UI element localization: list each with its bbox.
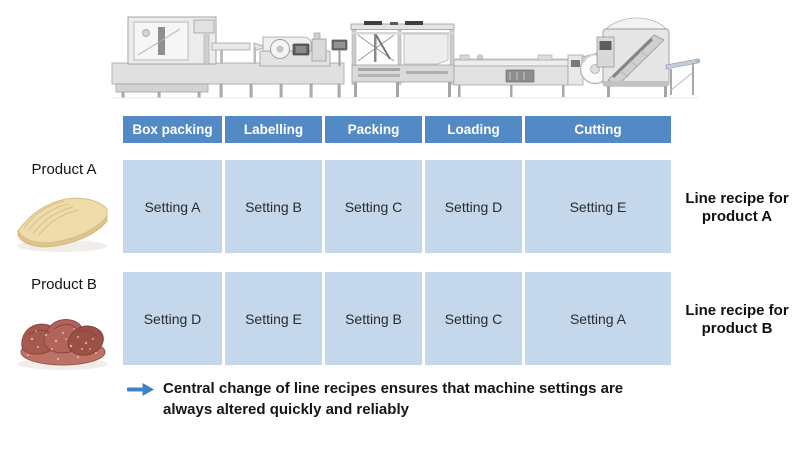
packing-machine-icon	[350, 21, 455, 97]
meat-slices-image	[18, 319, 108, 370]
outfeed-conveyor-icon	[665, 58, 700, 95]
ground-shadow	[112, 97, 698, 99]
header-packing: Packing	[325, 116, 422, 143]
note-text: Central change of line recipes ensures t…	[163, 380, 624, 418]
product-a-label: Product A	[31, 161, 97, 178]
recipe-row-product-a: Setting A Setting B Setting C Setting D …	[123, 160, 671, 253]
box-packing-machine-icon	[127, 16, 251, 65]
cheese-slices-image	[17, 197, 108, 252]
infeed-conveyor-icon	[111, 62, 345, 98]
setting-cell: Setting B	[325, 272, 422, 365]
cutting-machine-icon	[596, 17, 670, 97]
monitor-icon	[331, 39, 348, 66]
loading-conveyor-icon	[453, 54, 569, 97]
setting-cell: Setting C	[325, 160, 422, 253]
setting-cell: Setting B	[225, 160, 322, 253]
setting-cell: Setting A	[123, 160, 222, 253]
setting-cell: Setting E	[225, 272, 322, 365]
header-box-packing: Box packing	[123, 116, 222, 143]
header-labelling: Labelling	[225, 116, 322, 143]
process-step-header-row: Box packing Labelling Packing Loading Cu…	[123, 116, 671, 143]
product-b-label: Product B	[31, 276, 97, 293]
setting-cell: Setting D	[123, 272, 222, 365]
setting-cell: Setting E	[525, 160, 671, 253]
setting-cell: Setting C	[425, 272, 522, 365]
guide-flag-icon	[253, 42, 268, 64]
header-loading: Loading	[425, 116, 522, 143]
setting-cell: Setting A	[525, 272, 671, 365]
right-arrow-icon	[127, 383, 154, 396]
labelling-machine-icon	[259, 32, 331, 67]
header-cutting: Cutting	[525, 116, 671, 143]
production-line-illustration	[111, 16, 700, 99]
line-recipe-a-label: Line recipe for product A	[685, 190, 789, 225]
recipe-row-product-b: Setting D Setting E Setting B Setting C …	[123, 272, 671, 365]
line-recipe-b-label: Line recipe for product B	[685, 302, 789, 337]
setting-cell: Setting D	[425, 160, 522, 253]
